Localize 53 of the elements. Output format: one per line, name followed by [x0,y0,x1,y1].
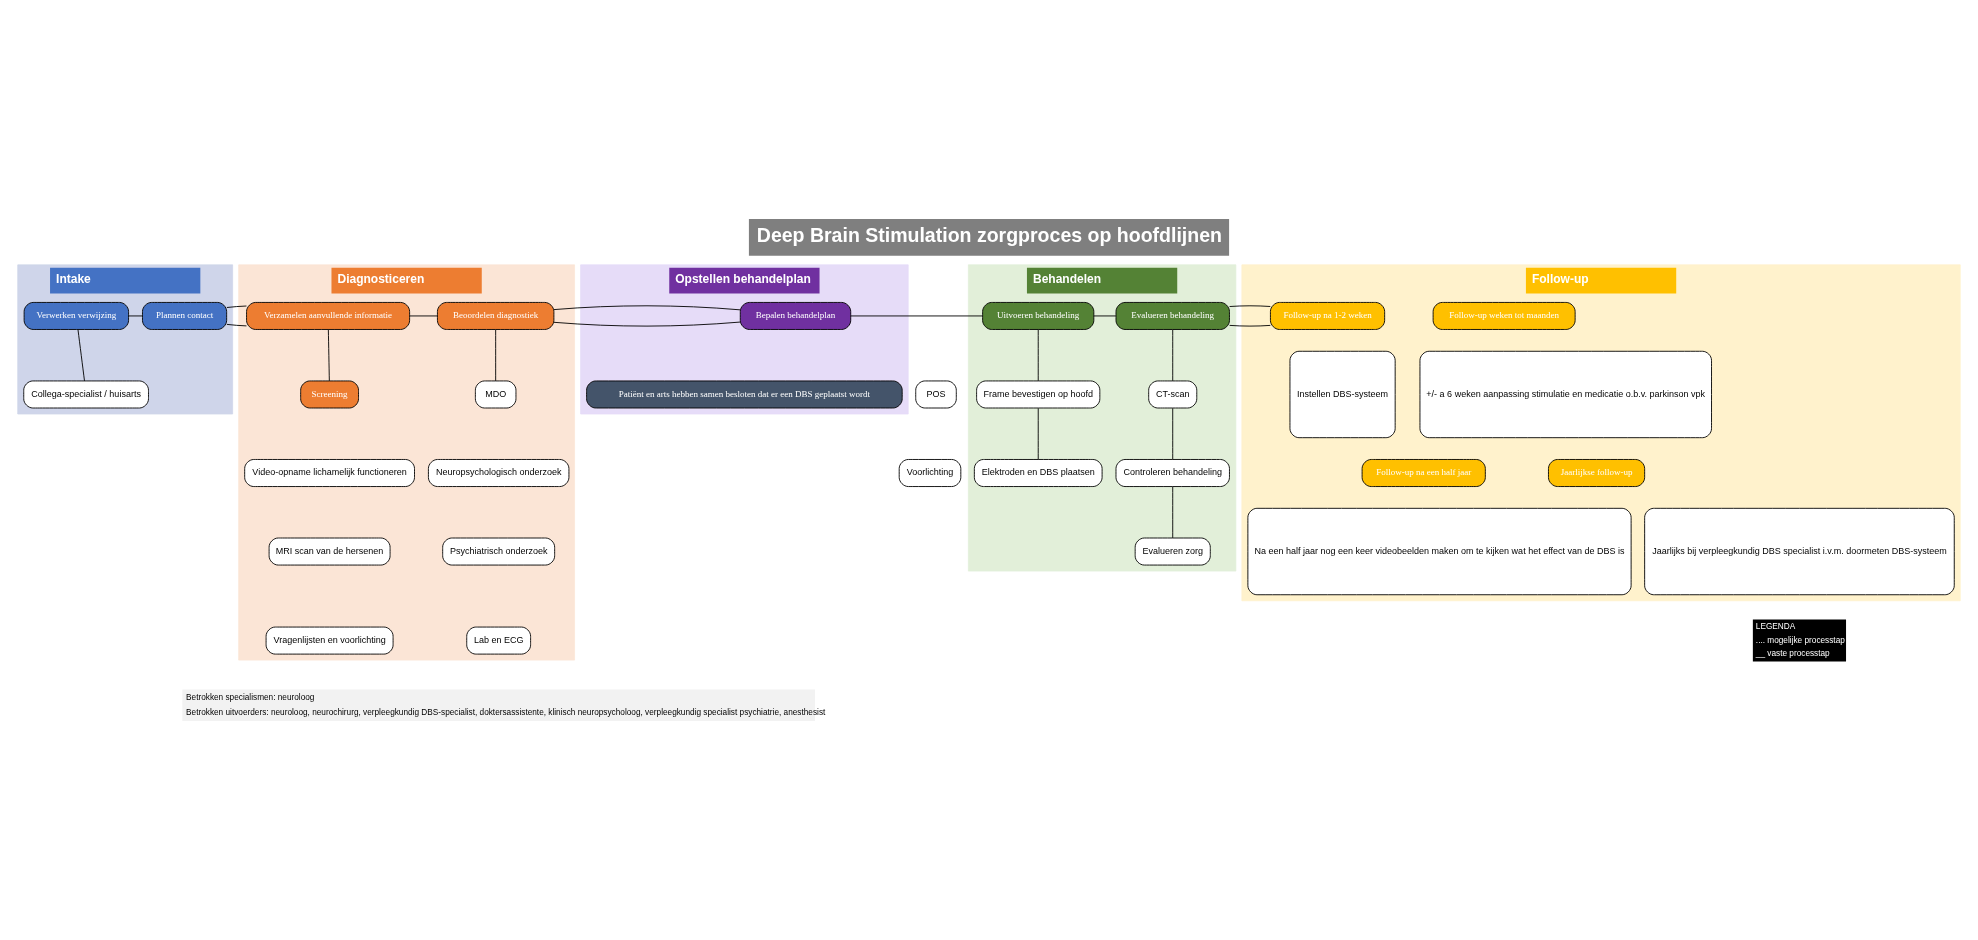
connector [495,329,497,382]
node-box: Voorlichting [898,459,962,487]
node-box: Jaarlijks bij verpleegkundig DBS specialist i.v.m. doormeten DBS-systeem [1644,507,1955,596]
node-box: Jaarlijkse follow-up [1548,459,1646,487]
node-box: Evalueren zorg [1134,537,1211,566]
node-box: Neuropsychologisch onderzoek [427,459,570,487]
connector [1229,305,1271,327]
node-box: Collega-specialist / huisarts [23,380,149,409]
node-box: Patiënt en arts hebben samen besloten dat er een DBS geplaatst wordt [586,380,903,409]
label: LEGENDA [1755,622,1796,632]
connector [1172,407,1174,460]
connector [1037,329,1039,382]
node-box: Lab en ECG [466,626,532,655]
label: Betrokken specialismen: neuroloog [186,692,315,702]
node-box: POS [915,380,957,409]
diagram-title: Deep Brain Stimulation zorgproces op hoofdlijnen [756,223,1222,246]
node-box: Psychiatrisch onderzoek [442,537,556,566]
node-box: Video-opname lichamelijk functioneren [244,459,415,487]
connector [226,305,247,327]
node-box: Follow-up weken tot maanden [1432,301,1576,330]
node-box: Bepalen behandelplan [739,301,852,330]
node-box: Elektroden en DBS plaatsen [973,459,1103,487]
node-box: +/- a 6 weken aanpassing stimulatie en medicatie o.b.v. parkinson vpk [1419,350,1712,439]
node-box: Screening [300,380,359,409]
node-box: Plannen contact [142,301,228,330]
node-box: Na een half jaar nog een keer videobeelden maken om te kijken wat het effect van de DBS is [1247,507,1632,596]
node-box: Frame bevestigen op hoofd [976,380,1101,409]
node-box: MDO [474,380,517,409]
connector [1172,329,1174,382]
node-box: Uitvoeren behandeling [982,301,1095,330]
node-box: Verwerken verwijzing [23,301,130,330]
node-box: Controleren behandeling [1115,459,1230,487]
connector [553,305,741,327]
connector [409,315,438,317]
connector [1172,486,1174,539]
node-box: MRI scan van de hersenen [268,537,391,566]
node-box: CT-scan [1148,380,1198,409]
node-box: Beoordelen diagnostiek [437,301,555,330]
connector [128,315,143,317]
node-box: Evalueren behandeling [1115,301,1230,330]
connector [1037,407,1039,460]
connector [77,329,85,382]
legend-label: __ vaste processtap [1755,649,1830,659]
connector [1093,315,1117,317]
node-box: Verzamelen aanvullende informatie [246,301,411,330]
legend-label: .... mogelijke processtap [1755,635,1845,645]
node-box: Follow-up na een half jaar [1361,459,1486,487]
node-box: Vragenlijsten en voorlichting [265,626,394,655]
label: Betrokken uitvoerders: neuroloog, neurochirurg, verpleegkundig DBS-specialist, doktersassistente, klinisch neuropsycholoog, verpleegkundig specialist psychiatrie, anesthesist [186,707,826,717]
connector [850,315,983,317]
connector [327,329,330,382]
node-box: Instellen DBS-systeem [1289,350,1396,439]
node-box: Follow-up na 1-2 weken [1269,301,1386,330]
